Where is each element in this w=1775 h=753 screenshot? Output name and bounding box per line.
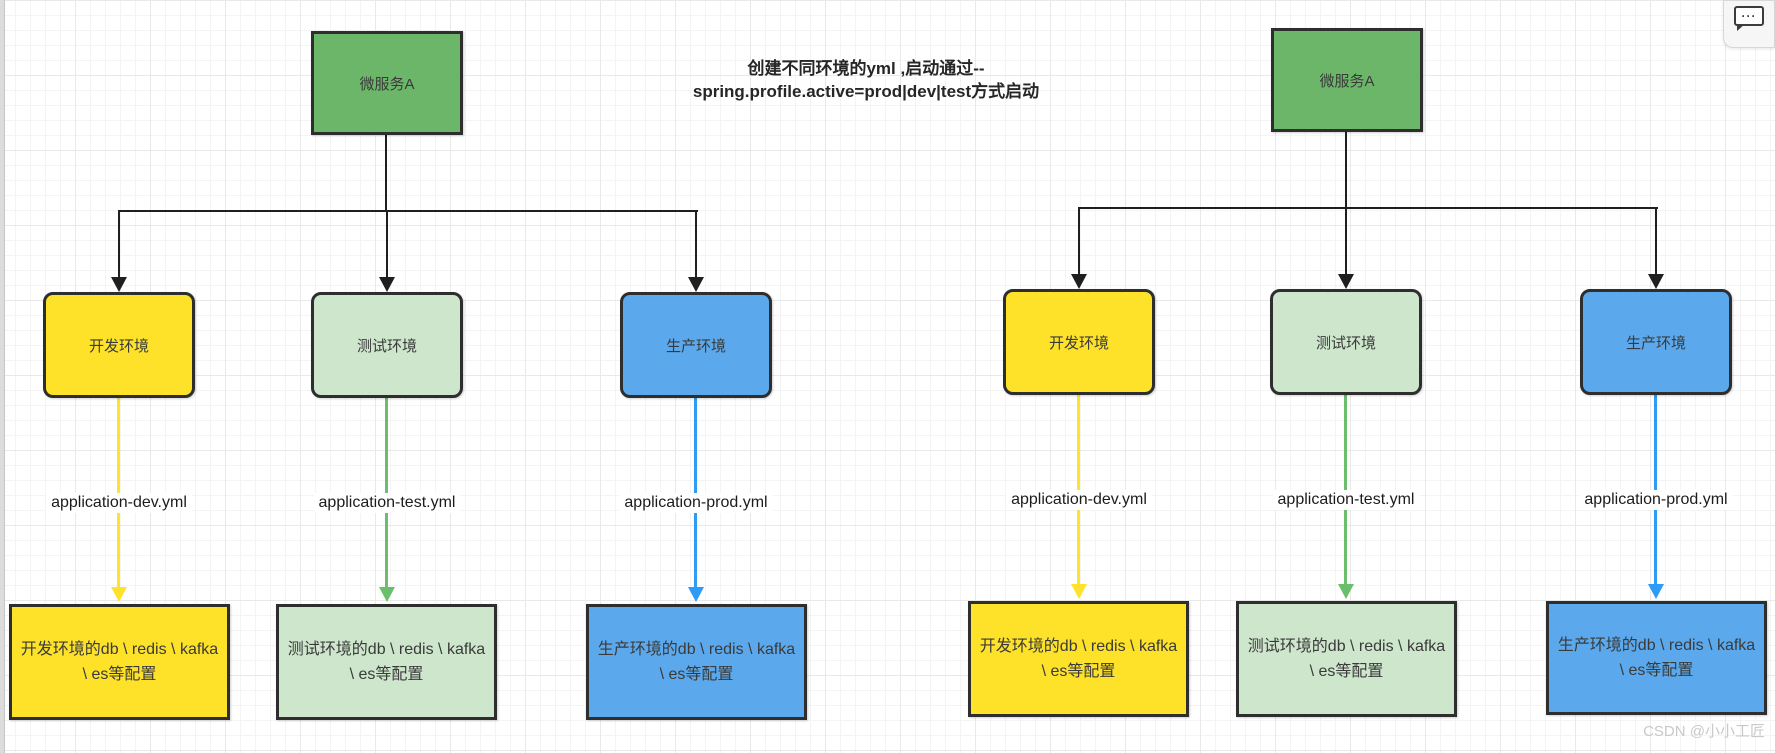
arrowhead-down-icon (688, 587, 704, 602)
connector-crossbar (1078, 207, 1658, 209)
env-box-dev: 开发环境 (43, 292, 195, 398)
arrowhead-down-icon (1071, 274, 1087, 289)
arrowhead-down-icon (1648, 274, 1664, 289)
csdn-watermark: CSDN @小小工匠 (1643, 723, 1765, 740)
service-box: 微服务A (1271, 28, 1423, 132)
config-box-dev: 开发环境的db \ redis \ kafka \ es等配置 (9, 604, 230, 720)
diagram-title-line2: spring.profile.active=prod|dev|test方式启动 (692, 82, 1040, 101)
connector-drop-dev (118, 212, 120, 278)
env-box-test: 测试环境 (1270, 289, 1422, 395)
arrowhead-down-icon (379, 587, 395, 602)
env-box-test: 测试环境 (311, 292, 463, 398)
comments-button[interactable]: ··· (1734, 6, 1764, 31)
connector-drop-prod (695, 212, 697, 278)
arrowhead-down-icon (1648, 584, 1664, 599)
config-box-dev: 开发环境的db \ redis \ kafka \ es等配置 (968, 601, 1189, 717)
config-box-prod: 生产环境的db \ redis \ kafka \ es等配置 (1546, 601, 1767, 715)
connector-drop-test (386, 212, 388, 278)
arrowhead-down-icon (111, 587, 127, 602)
comments-icon: ··· (1741, 9, 1757, 23)
yml-label-dev: application-dev.yml (46, 493, 192, 513)
canvas-left-edge (0, 0, 5, 753)
config-box-test: 测试环境的db \ redis \ kafka \ es等配置 (1236, 601, 1457, 717)
config-box-test: 测试环境的db \ redis \ kafka \ es等配置 (276, 604, 497, 720)
yml-label-dev: application-dev.yml (1006, 490, 1152, 510)
connector-drop-prod (1655, 209, 1657, 275)
arrowhead-down-icon (1338, 274, 1354, 289)
yml-label-test: application-test.yml (1272, 490, 1420, 510)
env-box-prod: 生产环境 (620, 292, 772, 398)
connector-stem (385, 135, 387, 211)
arrowhead-down-icon (1071, 584, 1087, 599)
yml-label-test: application-test.yml (313, 493, 461, 513)
diagram-title-line1: 创建不同环境的yml ,启动通过-- (747, 59, 985, 78)
connector-crossbar (118, 210, 698, 212)
arrowhead-down-icon (379, 277, 395, 292)
arrowhead-down-icon (688, 277, 704, 292)
service-box: 微服务A (311, 31, 463, 135)
arrowhead-down-icon (111, 277, 127, 292)
yml-label-prod: application-prod.yml (1579, 490, 1733, 510)
yml-label-prod: application-prod.yml (619, 493, 773, 513)
connector-drop-dev (1078, 209, 1080, 275)
connector-stem (1345, 132, 1347, 208)
comment-bubble-tail-icon (1737, 24, 1745, 31)
connector-drop-test (1345, 209, 1347, 275)
env-box-prod: 生产环境 (1580, 289, 1732, 395)
diagram-title: 创建不同环境的yml ,启动通过-- spring.profile.active… (616, 57, 1116, 103)
env-box-dev: 开发环境 (1003, 289, 1155, 395)
arrowhead-down-icon (1338, 584, 1354, 599)
config-box-prod: 生产环境的db \ redis \ kafka \ es等配置 (586, 604, 807, 720)
comments-panel: ··· (1723, 0, 1775, 48)
